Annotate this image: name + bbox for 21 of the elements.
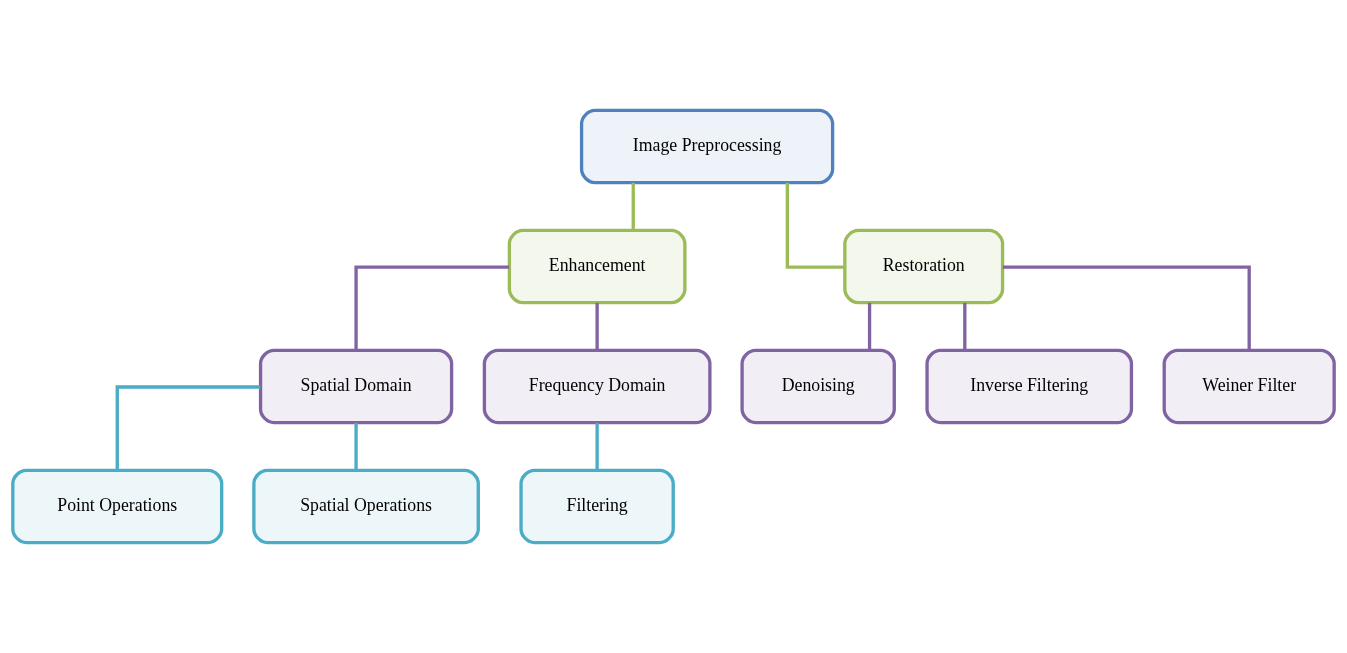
connector: [1002, 265, 1251, 351]
node-box: Denoising: [740, 348, 896, 425]
connector: [354, 422, 358, 471]
connector: [867, 302, 872, 351]
node-box: Spatial Operations: [252, 468, 480, 545]
connector: [963, 302, 967, 351]
node-box: Spatial Domain: [258, 348, 454, 425]
connector: [354, 265, 510, 351]
node-box: Restoration: [843, 228, 1005, 305]
connector: [785, 182, 845, 269]
node-box: Frequency Domain: [482, 348, 712, 425]
node-box: Point Operations: [11, 468, 224, 545]
node-box: Enhancement: [507, 228, 687, 305]
connector: [115, 385, 261, 471]
node-box: Inverse Filtering: [925, 348, 1134, 425]
node-box: Image Preprocessing: [579, 108, 835, 185]
node-box: Weiner Filter: [1162, 348, 1336, 425]
connector: [631, 182, 635, 231]
connector: [595, 422, 599, 471]
node-box: Filtering: [519, 468, 675, 545]
connector: [595, 302, 599, 351]
